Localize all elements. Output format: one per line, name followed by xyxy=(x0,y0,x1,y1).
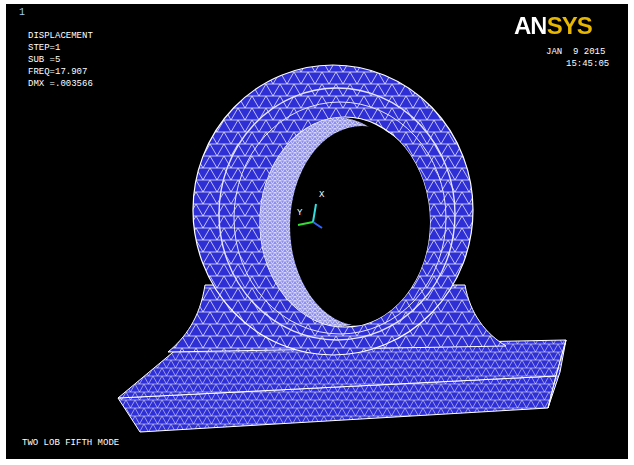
axis-label: Y xyxy=(297,207,302,219)
result-type: DISPLACEMENT xyxy=(28,30,93,42)
axis-label: X xyxy=(319,189,324,201)
window-number: 1 xyxy=(19,6,25,19)
frequency-value: FREQ=17.907 xyxy=(28,66,87,78)
plot-date: JAN 9 2015 xyxy=(546,46,605,58)
brand-logo: ANSYS xyxy=(514,12,592,39)
bearing-housing xyxy=(193,65,473,355)
substep-info: SUB =5 xyxy=(28,54,60,66)
step-info: STEP=1 xyxy=(28,42,60,54)
axis-triad xyxy=(298,204,322,228)
max-displacement: DMX =.003566 xyxy=(28,78,93,90)
viewport-background xyxy=(6,4,628,459)
plot-time: 15:45:05 xyxy=(566,58,609,70)
plot-title: TWO LOB FIFTH MODE xyxy=(22,437,119,449)
